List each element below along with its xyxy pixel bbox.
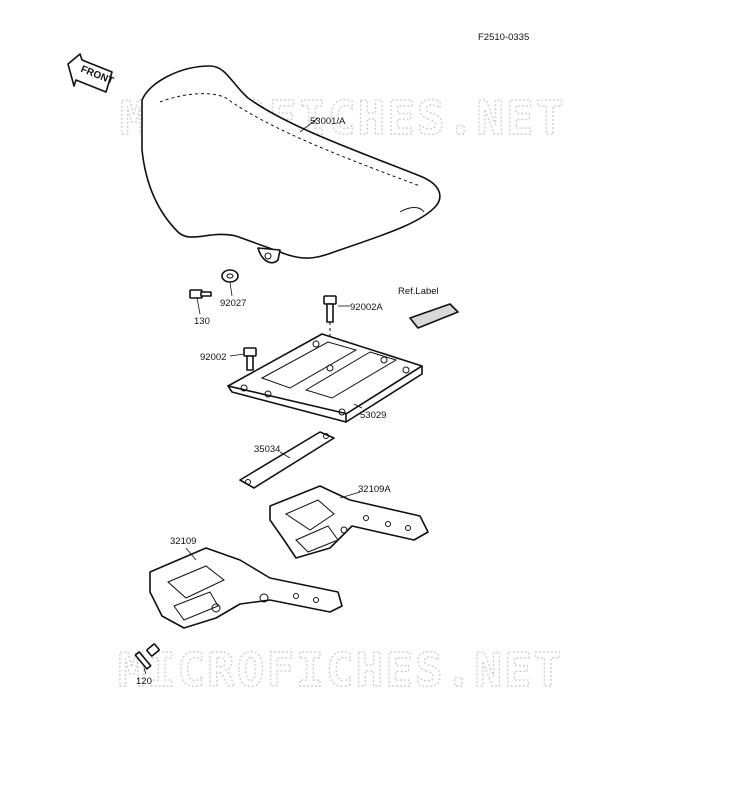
label-35034: 35034 [254,444,280,455]
label-92002: 92002 [200,352,226,363]
label-92002A: 92002A [350,302,383,313]
plate-part [227,333,423,423]
bolt-120-part [134,643,160,670]
seat-part [141,65,441,264]
front-arrow-icon: FRONT [67,53,115,93]
label-32109: 32109 [170,536,196,547]
bracket-32109-part [149,547,343,629]
label-120: 120 [136,676,152,687]
bolt-130-part [189,289,212,299]
washer-part [221,269,239,283]
label-53001A: 53001/A [310,116,346,127]
drawing-code: F2510-0335 [478,32,529,43]
label-130: 130 [194,316,210,327]
bolt-92002-part [243,347,257,371]
watermark-bottom: MICROFICHES.NET [118,643,563,697]
label-53029: 53029 [360,410,386,421]
ref-label-sticker [409,303,459,329]
ref-label-text: Ref.Label [398,286,439,297]
label-32109A: 32109A [358,484,391,495]
label-92027: 92027 [220,298,246,309]
strap-part [239,431,335,489]
bracket-32109A-part [269,485,429,559]
bolt-92002A-part [323,295,337,372]
